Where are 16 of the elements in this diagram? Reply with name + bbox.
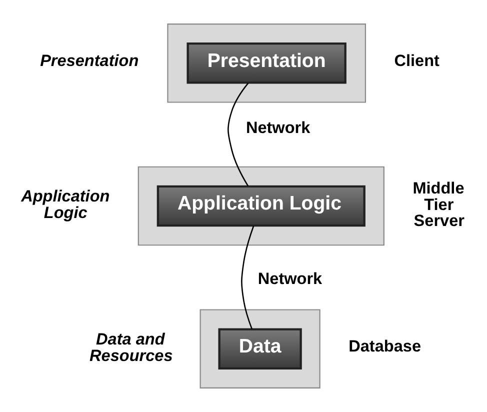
connector [241,226,254,330]
node-label: Client [394,52,440,70]
cluster [167,24,366,103]
node-box: Presentation [186,42,346,84]
label: Network [258,270,322,288]
cluster [138,166,384,246]
node-label: Middle Tier Server [412,180,464,230]
node-label: Data and Resources [90,330,173,365]
node-box: Application Logic [156,185,366,227]
label: Network [246,119,310,138]
node-box: Data [218,328,302,370]
node-label: Presentation [40,52,139,70]
connector [228,82,249,186]
node-label: Application Logic [21,188,110,222]
cluster [200,309,320,388]
node-label: Database [348,338,422,356]
